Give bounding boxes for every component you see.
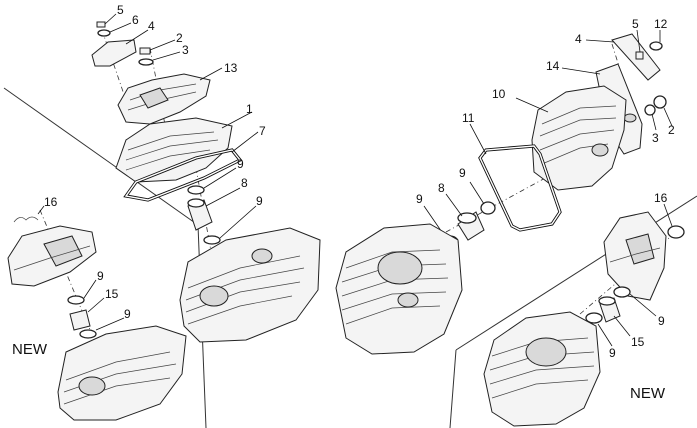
new-label-left: NEW <box>12 341 48 358</box>
ring-part-9-left2 <box>79 317 125 339</box>
callout-9-right1: 9 <box>658 314 665 328</box>
washer-part-2-right <box>653 95 673 127</box>
callout-2-right: 2 <box>668 123 675 137</box>
callout-5-right: 5 <box>632 17 639 31</box>
callout-11: 11 <box>462 111 475 125</box>
callout-8-a: 8 <box>241 176 248 190</box>
head-cover-part-1 <box>115 111 253 183</box>
callout-16-right: 16 <box>654 191 668 205</box>
washer-part-6 <box>97 22 132 37</box>
washer-part-12 <box>649 30 663 51</box>
callout-13: 13 <box>224 61 238 75</box>
sleeve-part-15-left <box>69 297 105 331</box>
gasket-part-7 <box>123 131 259 202</box>
sleeve-part-8a <box>187 187 241 231</box>
callout-9-right2: 9 <box>609 346 616 360</box>
left-cover-assembly <box>91 13 321 343</box>
ring-part-9-left1 <box>67 279 97 305</box>
ring-part-9b <box>203 205 257 245</box>
valve-cover-part-13 <box>117 67 223 125</box>
screw-part-5 <box>96 13 117 28</box>
callout-3-top: 3 <box>182 43 189 57</box>
cylinder-head-left-new <box>57 325 187 421</box>
callout-3-right: 3 <box>652 131 659 145</box>
washer-part-3-right <box>644 104 657 131</box>
callout-9-b: 9 <box>256 194 263 208</box>
callout-2-top: 2 <box>176 31 183 45</box>
callout-9-a: 9 <box>237 157 244 171</box>
ring-part-9-mid <box>469 181 496 215</box>
spring-part-16-right <box>663 203 685 239</box>
sleeve-part-8-mid <box>445 193 485 241</box>
washer-part-3 <box>138 51 181 66</box>
callout-7: 7 <box>259 124 266 138</box>
new-label-right: NEW <box>630 385 666 402</box>
right-cover-assembly <box>335 29 673 355</box>
callout-15-left: 15 <box>105 287 119 301</box>
right-new-assembly <box>483 203 685 427</box>
callout-4-right: 4 <box>575 32 582 46</box>
callout-10: 10 <box>492 87 506 101</box>
gasket-part-11 <box>469 123 562 232</box>
rocker-support-left <box>7 225 97 287</box>
callout-9-left2: 9 <box>124 307 131 321</box>
ring-part-9-right2 <box>585 312 613 347</box>
screw-part-5-right <box>635 29 644 60</box>
callout-14: 14 <box>546 59 560 73</box>
callout-labels: 5 6 4 2 3 13 1 7 9 8 9 16 9 15 9 4 5 12 … <box>12 3 675 402</box>
callout-16-left: 16 <box>44 195 58 209</box>
callout-15-right: 15 <box>631 335 645 349</box>
callout-9-mid2: 9 <box>416 192 423 206</box>
sleeve-part-15-right <box>598 296 631 337</box>
callout-9-mid: 9 <box>459 166 466 180</box>
callout-6-top: 6 <box>132 13 139 27</box>
rocker-support-right <box>603 211 667 301</box>
cylinder-head-right-new <box>483 311 601 427</box>
bolt-part-2 <box>139 39 176 55</box>
left-new-assembly <box>7 205 187 421</box>
callout-5-top: 5 <box>117 3 124 17</box>
head-cover-part-10 <box>515 85 627 191</box>
spring-part-16-left <box>13 205 45 223</box>
ring-part-9-right1 <box>613 286 657 317</box>
ring-part-9a <box>187 167 237 195</box>
callout-4-top: 4 <box>148 19 155 33</box>
callout-8-mid: 8 <box>438 181 445 195</box>
cylinder-head-right <box>335 223 463 355</box>
cover-plate-part-4 <box>91 29 149 67</box>
callout-12: 12 <box>654 17 668 31</box>
callout-9-left1: 9 <box>97 269 104 283</box>
cylinder-head-left <box>179 227 321 343</box>
callout-1: 1 <box>246 102 253 116</box>
